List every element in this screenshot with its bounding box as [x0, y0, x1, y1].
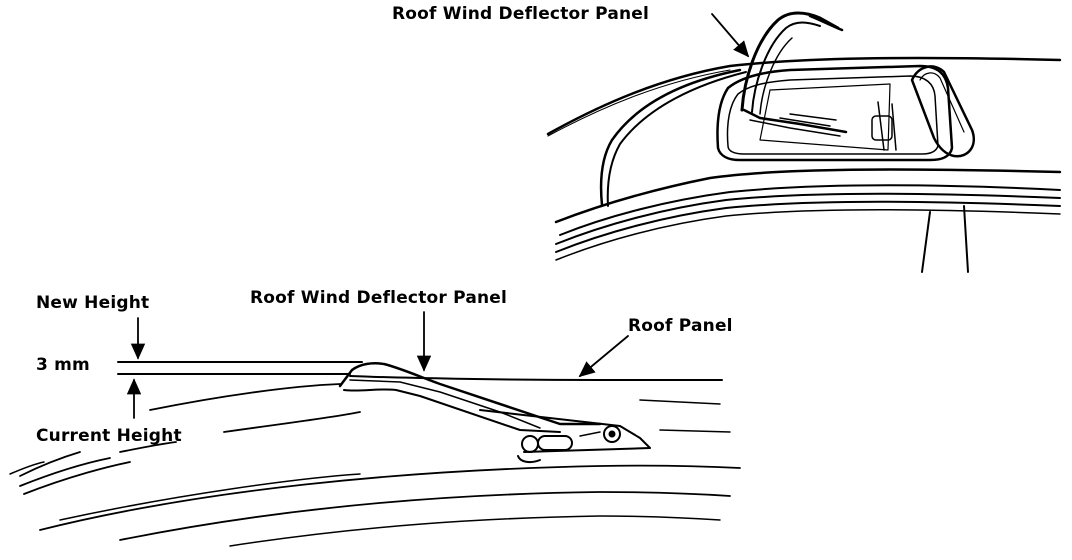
- roof-panel-label: Roof Panel: [628, 316, 733, 336]
- roof-wind-deflector-label-top: Roof Wind Deflector Panel: [392, 4, 650, 24]
- top-car-illustration: [546, 11, 1062, 273]
- roof-wind-deflector-label-mid: Roof Wind Deflector Panel: [250, 288, 508, 308]
- current-height-label: Current Height: [36, 426, 182, 446]
- new-height-label: New Height: [36, 293, 150, 313]
- bottom-cross-section: [9, 311, 741, 547]
- measurement-label: 3 mm: [36, 355, 90, 375]
